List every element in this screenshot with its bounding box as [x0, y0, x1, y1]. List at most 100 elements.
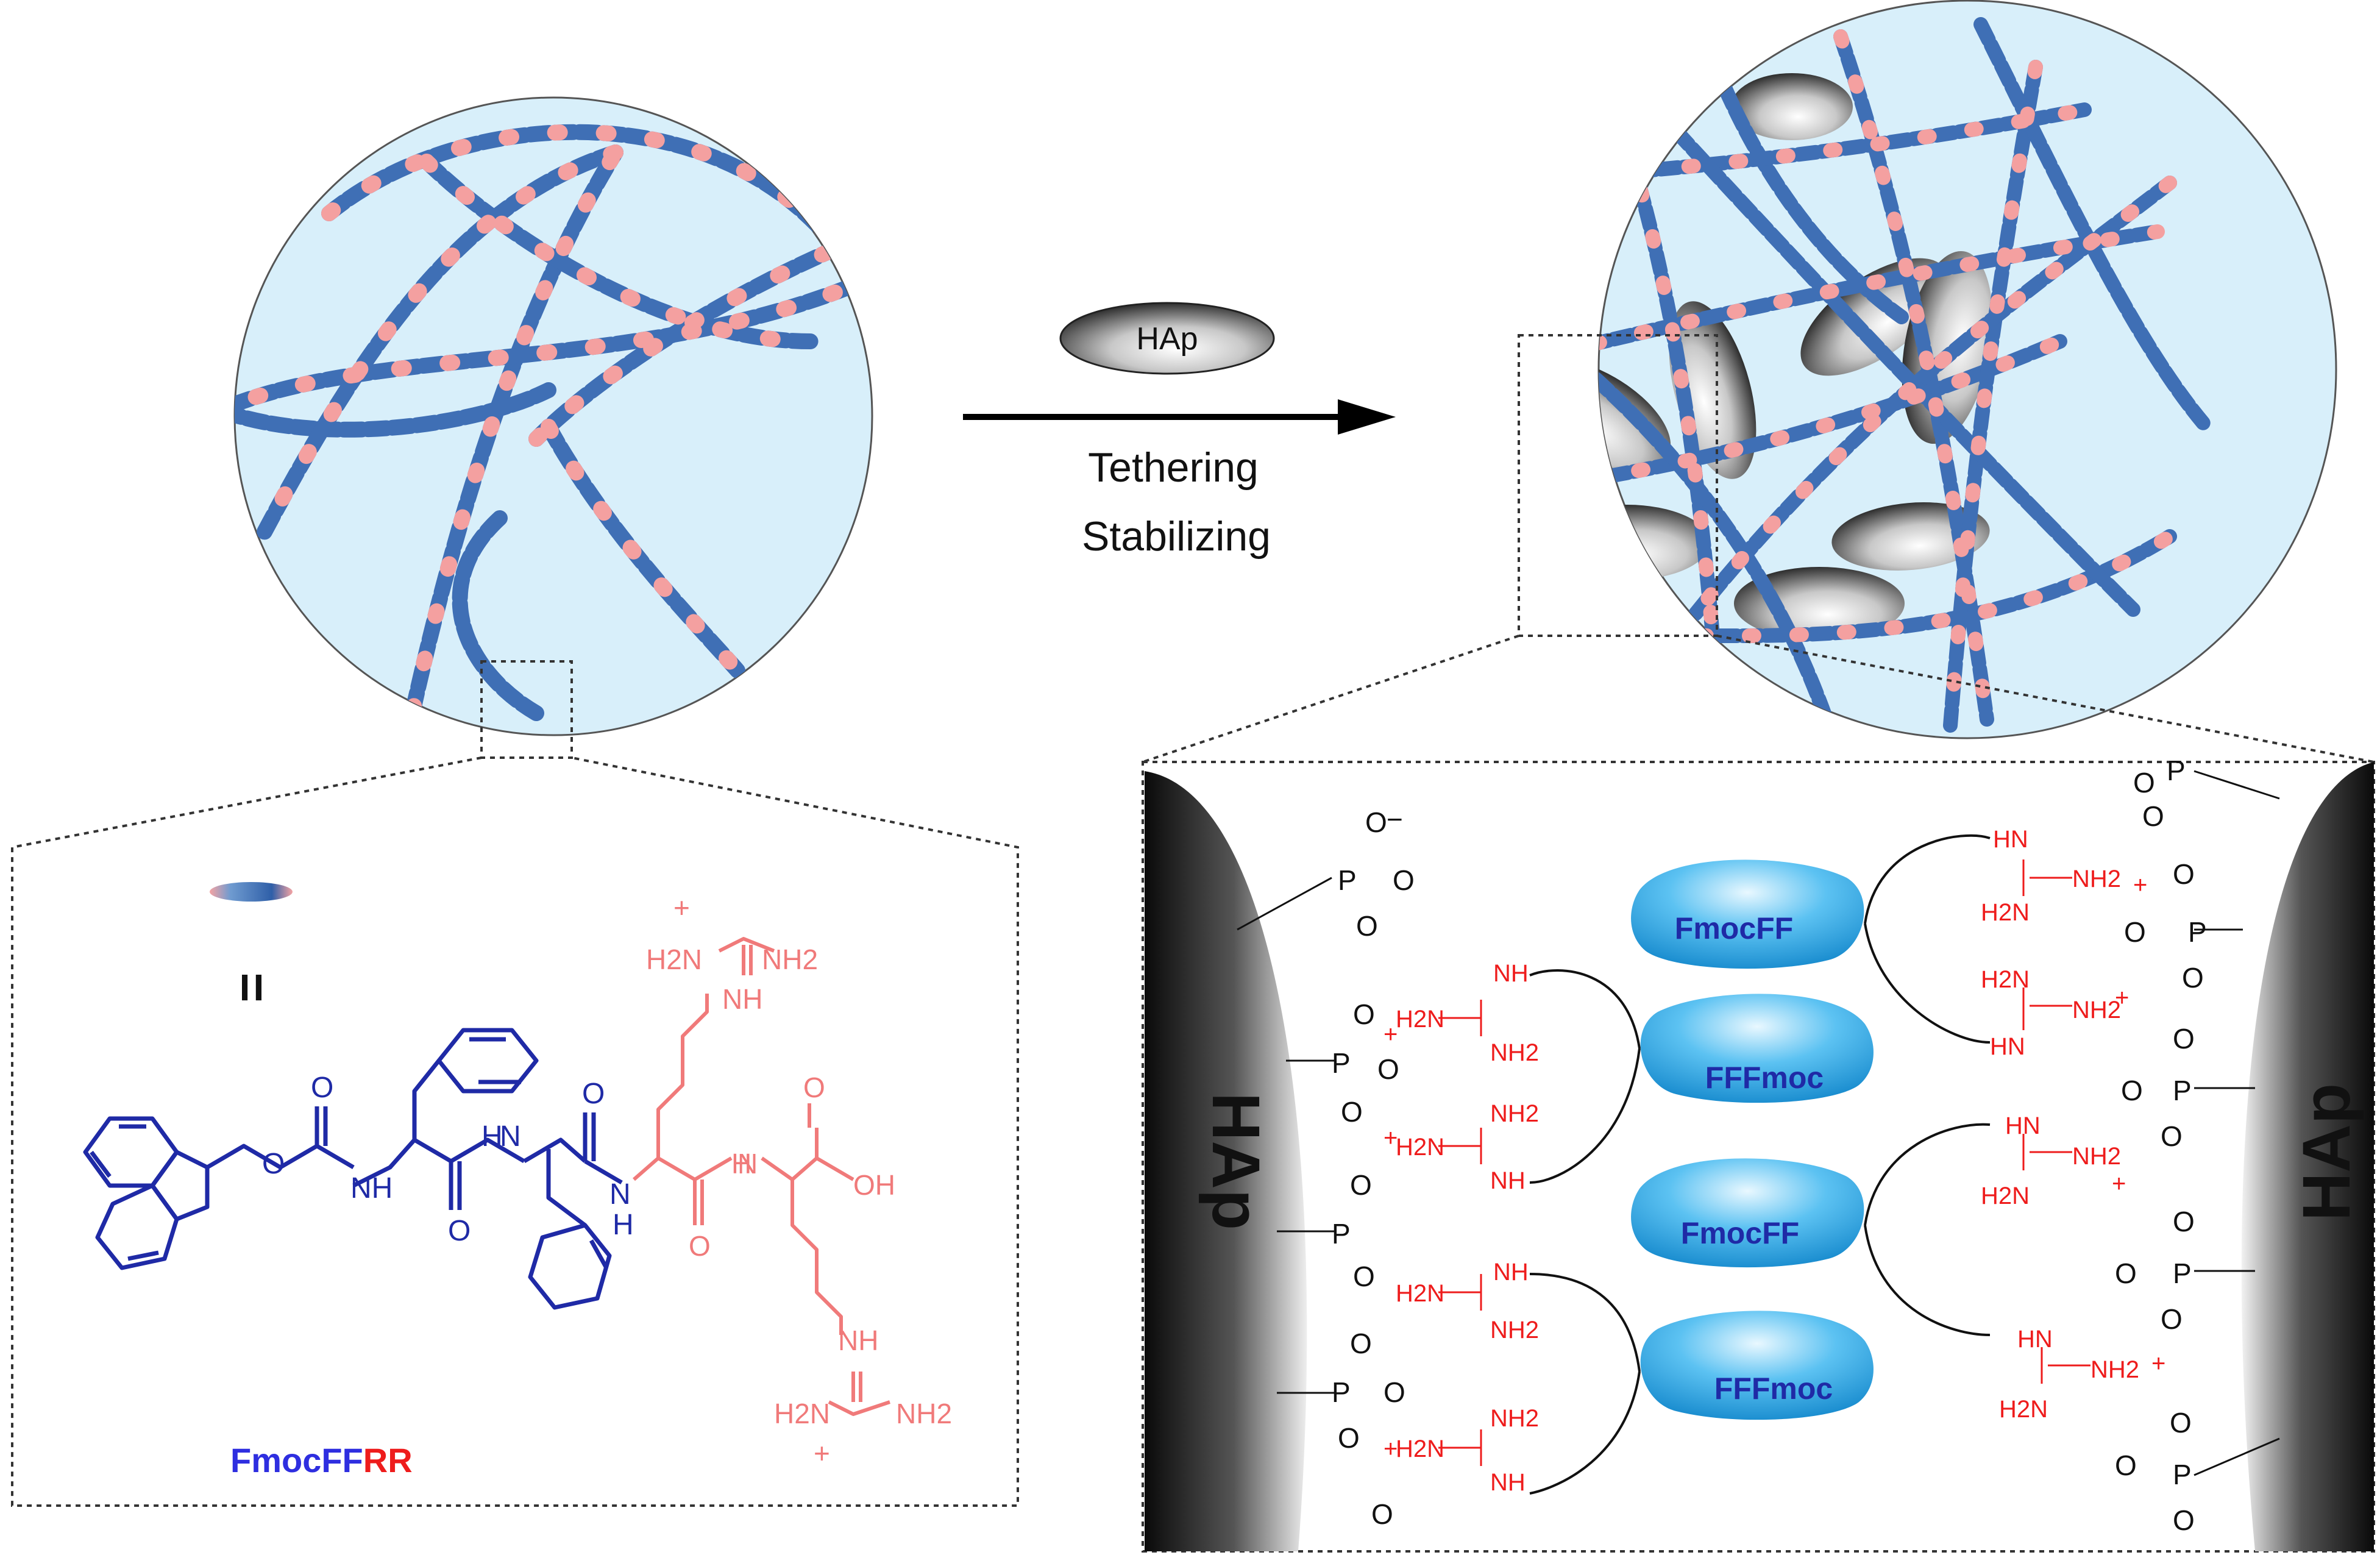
- process-step-stabilizing: Stabilizing: [1082, 513, 1271, 560]
- phosphorus-label: P: [1332, 1376, 1351, 1408]
- left-inset-frame: [11, 756, 1019, 1507]
- fiber-network-circle: [233, 96, 873, 759]
- oxygen-label: O: [2170, 1407, 2192, 1439]
- guanidinium-label: NH: [1490, 1469, 1526, 1496]
- atom-label: NH: [722, 983, 762, 1015]
- linker-arcs: [1529, 834, 1991, 1495]
- oxygen-label: O: [2124, 916, 2146, 948]
- phosphorus-label: P: [1338, 864, 1357, 896]
- guanidinium-label: NH2: [1490, 1039, 1539, 1066]
- guanidinium-label: H2N: [1396, 1006, 1444, 1033]
- charge-label: −: [1387, 803, 1403, 835]
- guanidinium-label: H2N: [1396, 1280, 1444, 1307]
- charge-label: +: [1384, 1021, 1398, 1048]
- charge-label: +: [1384, 1436, 1398, 1462]
- phosphorus-label: P: [2167, 755, 2186, 786]
- hap-label-right: HAp: [2289, 1083, 2364, 1221]
- fiber: [235, 272, 872, 422]
- oxygen-label: O: [1353, 998, 1375, 1030]
- charge-label: +: [2151, 1350, 2165, 1377]
- oxygen-label: O: [2182, 962, 2204, 994]
- charge-label: +: [2112, 1170, 2126, 1197]
- guanidinium-label: H2N: [1396, 1134, 1444, 1161]
- hap-particle: [1731, 73, 1853, 140]
- guanidinium-label: NH2: [2090, 1356, 2139, 1383]
- right-inset-frame: [1142, 761, 2375, 1553]
- guanidinium-groups: HN NH2 + H2N H2N NH2 + HN NH H2N NH2 + N…: [1384, 826, 2165, 1496]
- oxygen-label: O: [2173, 858, 2195, 890]
- guanidinium-label: NH2: [1490, 1100, 1539, 1127]
- guanidinium-label: NH2: [1490, 1405, 1539, 1432]
- process-step-tethering: Tethering: [1088, 444, 1259, 491]
- guanidinium-label: H2N: [1981, 899, 2030, 926]
- fiber: [452, 510, 544, 721]
- phosphorus-label: P: [1332, 1218, 1351, 1250]
- phosphorus-label: P: [1332, 1047, 1351, 1079]
- oxygen-label: O: [1356, 910, 1378, 942]
- oxygen-label: O: [2161, 1303, 2183, 1335]
- guanidinium-label: HN: [1990, 1033, 2025, 1060]
- atom-label: O: [689, 1230, 711, 1262]
- oxygen-label: O: [2161, 1120, 2183, 1152]
- oxygen-label: O: [2173, 1206, 2195, 1237]
- atom-label: O: [582, 1078, 605, 1110]
- hap-label-left: HAp: [1198, 1092, 1273, 1230]
- zoom-box: [480, 660, 573, 759]
- atom-label: O: [311, 1072, 333, 1104]
- guanidinium-label: HN: [2005, 1112, 2041, 1139]
- hap-particle: [1599, 358, 1671, 471]
- atom-label: OH: [853, 1169, 895, 1201]
- atom-label: H2N: [774, 1398, 830, 1429]
- atom-label: H: [731, 1148, 751, 1180]
- fiber: [1973, 17, 2214, 434]
- oxygen-label: O: [1371, 1498, 1393, 1530]
- oxygen-label: O: [1350, 1169, 1372, 1201]
- phosphorus-label: P: [2173, 1258, 2192, 1289]
- guanidinium-label: H2N: [1999, 1396, 2048, 1423]
- oxygen-label: O: [1384, 1376, 1405, 1408]
- oxygen-label: O: [1341, 1096, 1363, 1128]
- atom-label: N: [500, 1120, 521, 1153]
- atom-label: NH: [838, 1325, 878, 1356]
- hap-wall-left: [1145, 771, 1307, 1551]
- guanidinium-label: HN: [2017, 1326, 2053, 1353]
- phosphate-groups-right: P O O P O O O P O O O P O O O P O O O: [2115, 755, 2280, 1536]
- oxygen-label: O: [1377, 1053, 1399, 1085]
- charge-label: +: [673, 892, 690, 923]
- equivalence-symbol: =: [224, 972, 281, 1002]
- fmocffrr-structure: =: [83, 882, 952, 1479]
- peptide-name: FmocFFRR: [230, 1441, 413, 1479]
- oxygen-label: O: [1338, 1422, 1360, 1454]
- atom-label: O: [803, 1072, 825, 1103]
- atom-label: NH: [350, 1172, 393, 1205]
- phosphorus-label: P: [2188, 916, 2207, 948]
- fmocff-label: FmocFF: [1675, 911, 1793, 945]
- peptide-name-rr: RR: [363, 1441, 413, 1479]
- phosphorus-label: P: [2173, 1075, 2192, 1106]
- oxygen-label: O: [1393, 864, 1415, 896]
- atom-label: N: [737, 1148, 758, 1180]
- atom-label: H: [481, 1120, 503, 1153]
- hap-particle-icon: [1059, 302, 1275, 375]
- atom-label: O: [262, 1148, 285, 1180]
- atom-label: NH2: [896, 1398, 952, 1429]
- peptide-name-fmocff: FmocFF: [230, 1441, 363, 1479]
- guanidinium-label: NH: [1493, 960, 1529, 987]
- atom-label: H: [613, 1209, 634, 1241]
- fiber: [1638, 90, 2140, 617]
- fmocff-assembly-1: FmocFF: [1631, 859, 1864, 969]
- oxygen-label: O: [1365, 806, 1387, 838]
- fmocff-assembly-3: FmocFF: [1631, 1158, 1864, 1268]
- hap-wall-right: [2241, 762, 2374, 1551]
- oxygen-label: O: [1353, 1261, 1375, 1292]
- rr-segment: [633, 937, 890, 1416]
- oxygen-label: O: [1350, 1328, 1372, 1359]
- reaction-arrow: HAp Tethering Stabilizing: [963, 302, 1396, 560]
- atom-label: N: [609, 1178, 631, 1211]
- atom-label: H2N: [646, 944, 702, 975]
- nanofiber-unit-icon: [210, 882, 293, 902]
- charge-label: +: [1384, 1125, 1398, 1151]
- hap-particle: [1599, 505, 1710, 580]
- fiber: [235, 382, 556, 438]
